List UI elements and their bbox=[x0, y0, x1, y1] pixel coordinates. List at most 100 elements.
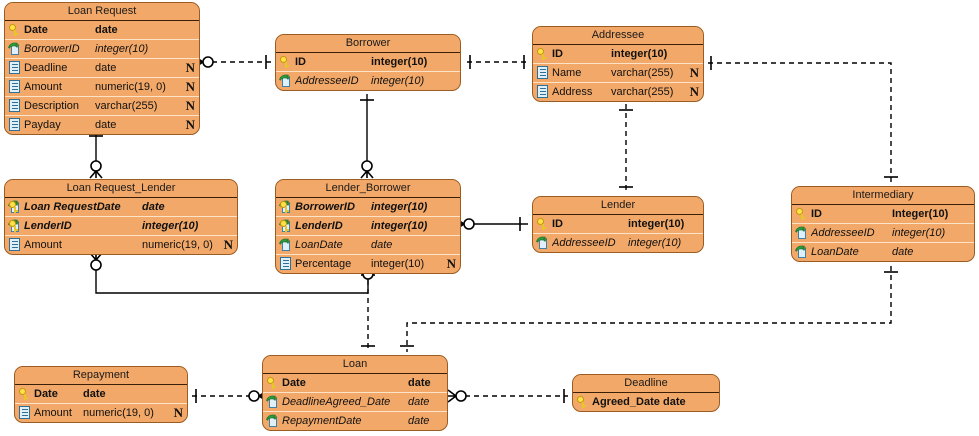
column-icon bbox=[533, 64, 552, 82]
attribute-name: AddresseeID bbox=[552, 237, 616, 249]
primary-key-icon bbox=[19, 388, 31, 400]
attribute-name: ID bbox=[552, 218, 563, 230]
card-zero-circle bbox=[248, 390, 260, 402]
fk-icon bbox=[263, 412, 282, 430]
card-crowsfoot bbox=[447, 389, 457, 403]
attribute-type: integer(10) bbox=[371, 258, 425, 270]
fk-icon bbox=[792, 224, 811, 242]
attribute-name: Date bbox=[282, 377, 306, 389]
attribute-name: AddresseeID bbox=[811, 227, 875, 239]
attribute-row[interactable]: Payday date N bbox=[5, 116, 199, 134]
attribute-name: BorrowerID bbox=[295, 201, 355, 213]
entity-title: Loan bbox=[263, 356, 447, 374]
entity-title: Intermediary bbox=[792, 187, 974, 205]
attribute-type: date bbox=[95, 119, 117, 131]
attribute-row[interactable]: AddresseeID integer(10) bbox=[792, 224, 974, 243]
fk-icon bbox=[5, 40, 24, 58]
entity-title: Lender_Borrower bbox=[276, 180, 460, 198]
entity-title: Addressee bbox=[533, 27, 703, 45]
card-zero-circle bbox=[90, 160, 102, 172]
attribute-type: integer(10) bbox=[95, 43, 149, 55]
attribute-name: LoanDate bbox=[295, 239, 343, 251]
column-icon bbox=[5, 59, 24, 77]
attribute-name: Payday bbox=[24, 119, 61, 131]
column-icon bbox=[9, 80, 20, 93]
card-crowsfoot bbox=[360, 170, 374, 179]
attribute-type: varchar(255) bbox=[611, 67, 674, 79]
attribute-type: integer(10) bbox=[892, 227, 946, 239]
foreign-key-icon bbox=[279, 238, 293, 252]
column-icon bbox=[5, 116, 24, 134]
attribute-row[interactable]: Address varchar(255) N bbox=[533, 83, 703, 101]
entity-title: Loan Request_Lender bbox=[5, 180, 237, 198]
attribute-type: varchar(255) bbox=[611, 86, 674, 98]
primary-key-icon bbox=[280, 201, 292, 213]
attribute-type: date bbox=[95, 24, 118, 36]
not-null-marker: N bbox=[223, 237, 233, 252]
attribute-type: date bbox=[83, 388, 106, 400]
fk-key-icon bbox=[276, 198, 295, 216]
column-icon bbox=[9, 118, 20, 131]
primary-key-icon bbox=[280, 220, 292, 232]
attribute-type: date bbox=[892, 246, 914, 258]
attribute-type: Integer(10) bbox=[892, 208, 949, 220]
attribute-row[interactable]: Percentage integer(10) N bbox=[276, 255, 460, 273]
attribute-name: Address bbox=[552, 86, 593, 98]
primary-key-icon bbox=[537, 218, 549, 230]
foreign-key-icon bbox=[795, 245, 809, 259]
fk-key-icon bbox=[5, 198, 24, 216]
fk-icon bbox=[533, 234, 552, 252]
attribute-name: Amount bbox=[24, 81, 62, 93]
attribute-name: Agreed_Date bbox=[592, 396, 660, 408]
column-icon bbox=[533, 83, 552, 101]
attribute-name: LenderID bbox=[24, 220, 72, 232]
entity-title: Loan Request bbox=[5, 3, 199, 21]
not-null-marker: N bbox=[185, 117, 195, 132]
attribute-type: date bbox=[408, 396, 430, 408]
column-icon bbox=[9, 99, 20, 112]
attribute-name: Percentage bbox=[295, 258, 352, 270]
not-null-marker: N bbox=[446, 256, 456, 271]
attribute-name: Deadline bbox=[24, 62, 68, 74]
attribute-type: integer(10) bbox=[371, 220, 428, 232]
fk-icon bbox=[276, 72, 295, 90]
key-icon bbox=[15, 385, 34, 403]
not-null-marker: N bbox=[689, 84, 699, 99]
primary-key-icon bbox=[267, 377, 279, 389]
